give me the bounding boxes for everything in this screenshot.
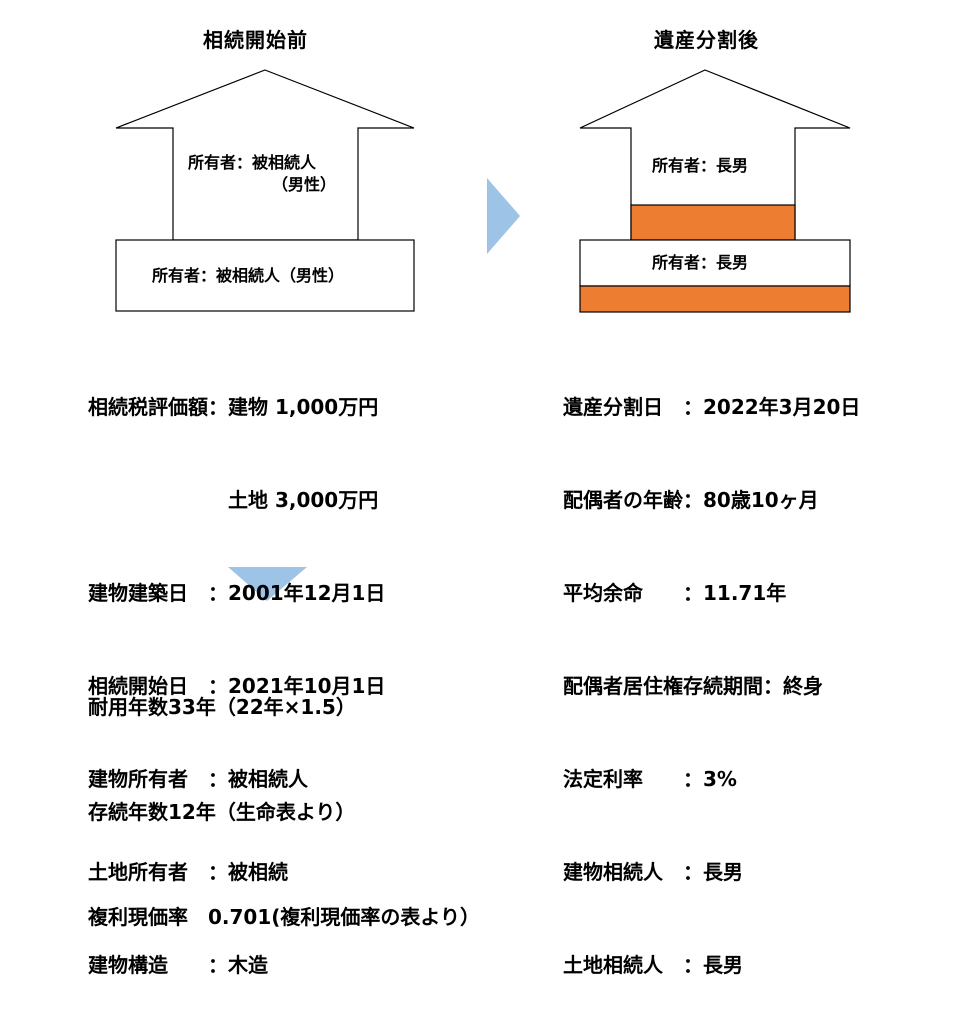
- after-land-orange-band: [579, 285, 851, 313]
- results: 耐用年数33年（22年×1.5） 存続年数12年（生命表より） 複利現価率 0.…: [88, 620, 480, 970]
- before-detail-line: 相続開始日 ：2021年10月1日: [88, 674, 386, 698]
- after-detail-line: 建物相続人 ：長男: [563, 860, 743, 884]
- diagram-shapes: [115, 69, 851, 601]
- result-line: 複利現価率 0.701(複利現価率の表より）: [88, 905, 481, 929]
- before-title: 相続開始前: [203, 28, 308, 52]
- after-detail-line: 配偶者居住権存続期間：終身: [563, 674, 823, 698]
- after-details: 遺産分割日 ：2022年3月20日 配偶者の年齢：80歳10ヶ月 平均余命 ：1…: [563, 330, 860, 1012]
- down-arrow: [228, 567, 307, 601]
- transition-arrow-right: [487, 178, 520, 254]
- before-land-box: [115, 239, 415, 312]
- before-detail-line: 土地 3,000万円: [88, 488, 379, 512]
- result-line: 存続年数12年（生命表より）: [88, 800, 356, 824]
- after-land-box: [579, 239, 851, 287]
- after-house-owner: 所有者：長男: [652, 156, 749, 175]
- before-detail-line: 建物建築日 ：2001年12月1日: [88, 581, 386, 605]
- after-detail-line: 土地相続人 ：長男: [563, 953, 743, 977]
- after-detail-line: 法定利率 ：3%: [563, 767, 737, 791]
- after-detail-line: 遺産分割日 ：2022年3月20日: [563, 395, 861, 419]
- after-land-owner: 所有者：長男: [652, 253, 749, 272]
- after-detail-line: 配偶者の年齢：80歳10ヶ月: [563, 488, 819, 512]
- before-house-owner-line2: （男性）: [272, 175, 337, 194]
- after-house-orange-band: [630, 204, 796, 241]
- before-detail-line: 相続税評価額：建物 1,000万円: [88, 395, 379, 419]
- before-house-owner: 所有者：被相続人 （男性）: [188, 152, 336, 196]
- result-line: 耐用年数33年（22年×1.5）: [88, 695, 356, 719]
- after-detail-line: 平均余命 ：11.71年: [563, 581, 787, 605]
- before-house-owner-line1: 所有者：被相続人: [188, 153, 317, 172]
- after-title: 遺産分割後: [654, 28, 759, 52]
- before-land-owner: 所有者：被相続人（男性）: [152, 266, 345, 285]
